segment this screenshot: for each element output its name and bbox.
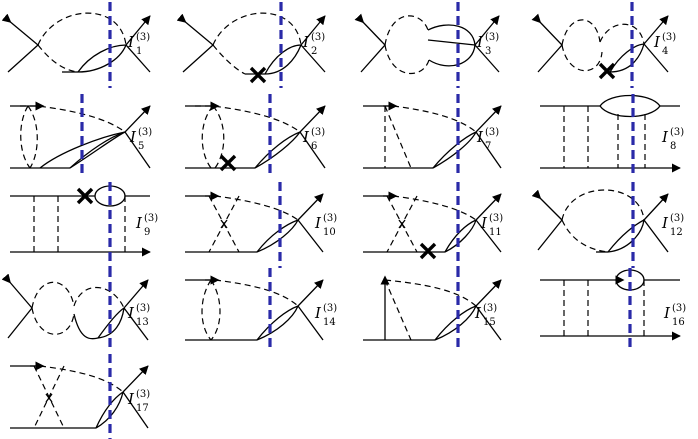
cross-mark [419,242,437,260]
diagram-i17: I (3) 17 [10,354,150,439]
label-sup: (3) [311,127,325,138]
diagram-label: I (3) 13 [127,303,150,328]
label-main: I [127,304,135,322]
diagram-i10: I (3) 10 [185,182,337,268]
label-sub: 8 [670,141,676,152]
label-sup: (3) [670,213,684,224]
label-sup: (3) [323,303,337,314]
small-cross-mark [398,219,406,229]
label-sub: 2 [311,46,317,57]
diagram-i6: I (3) 6 [185,94,326,178]
label-main: I [127,390,135,408]
label-main: I [653,33,661,51]
small-cross-mark [45,393,53,403]
label-sup: (3) [136,32,150,43]
diagram-i7: I (3) 7 [363,94,502,178]
small-cross-mark [220,219,228,229]
diagram-label: I (3) 12 [661,213,684,238]
label-sub: 3 [485,46,491,57]
cross-mark [598,62,616,80]
diagram-i1: I (3) 1 [1,2,151,88]
label-main: I [476,128,484,146]
label-main: I [314,214,322,232]
label-sub: 4 [662,46,668,57]
diagram-i4: I (3) 4 [531,2,676,88]
label-sup: (3) [662,32,676,43]
label-main: I [302,33,310,51]
label-sup: (3) [311,32,325,43]
diagram-label: I (3) 17 [127,389,150,414]
diagram-i11: I (3) 11 [363,182,503,268]
diagram-label: I (3) 2 [302,32,325,57]
label-sub: 16 [672,317,685,328]
label-sub: 15 [483,317,496,328]
diagram-label: I (3) 5 [129,127,152,152]
diagram-label: I (3) 7 [476,127,499,152]
diagram-i16: I (3) 16 [540,268,686,352]
diagram-label: I (3) 11 [480,213,503,238]
label-main: I [314,304,322,322]
label-main: I [302,128,310,146]
diagram-i2: I (3) 2 [176,2,326,88]
diagram-label: I (3) 14 [314,303,337,328]
cross-mark [76,187,94,205]
label-sub: 13 [136,317,149,328]
label-sup: (3) [144,213,158,224]
label-sup: (3) [136,389,150,400]
label-sup: (3) [670,127,684,138]
label-sup: (3) [485,127,499,138]
diagram-i15: I (3) 15 [363,268,502,352]
label-sub: 12 [670,227,683,238]
label-sub: 1 [136,46,142,57]
diagram-label: I (3) 16 [663,303,686,328]
label-main: I [135,214,143,232]
diagram-label: I (3) 3 [476,32,499,57]
diagram-i3: I (3) 3 [354,2,500,88]
label-main: I [474,304,482,322]
label-sup: (3) [489,213,503,224]
diagram-label: I (3) 10 [314,213,337,238]
diagram-i5: I (3) 5 [10,94,152,178]
diagram-label: I (3) 4 [653,32,676,57]
label-main: I [661,214,669,232]
label-main: I [661,128,669,146]
label-sub: 10 [323,227,336,238]
label-sub: 14 [323,317,336,328]
label-main: I [663,304,671,322]
label-main: I [480,214,488,232]
label-main: I [127,33,135,51]
diagram-label: I (3) 1 [127,32,150,57]
diagram-label: I (3) 9 [135,213,158,238]
diagram-label: I (3) 6 [302,127,325,152]
cross-mark [219,154,237,172]
diagram-label: I (3) 15 [474,303,497,328]
label-main: I [129,128,137,146]
label-sub: 5 [138,141,144,152]
label-sup: (3) [672,303,686,314]
label-sup: (3) [485,32,499,43]
label-sup: (3) [138,127,152,138]
diagram-i14: I (3) 14 [185,268,337,352]
label-sub: 9 [144,227,150,238]
cross-mark [249,66,267,84]
label-sub: 7 [485,141,491,152]
label-sup: (3) [323,213,337,224]
diagram-label: I (3) 8 [661,127,684,152]
label-sup: (3) [483,303,497,314]
diagram-i13: I (3) 13 [1,268,150,352]
label-sub: 11 [489,227,502,238]
label-sup: (3) [136,303,150,314]
label-sub: 17 [136,403,149,414]
label-main: I [476,33,484,51]
diagram-i8: I (3) 8 [540,94,684,178]
label-sub: 6 [311,141,317,152]
diagram-i9: I (3) 9 [10,182,158,268]
diagram-i12: I (3) 12 [531,182,684,268]
